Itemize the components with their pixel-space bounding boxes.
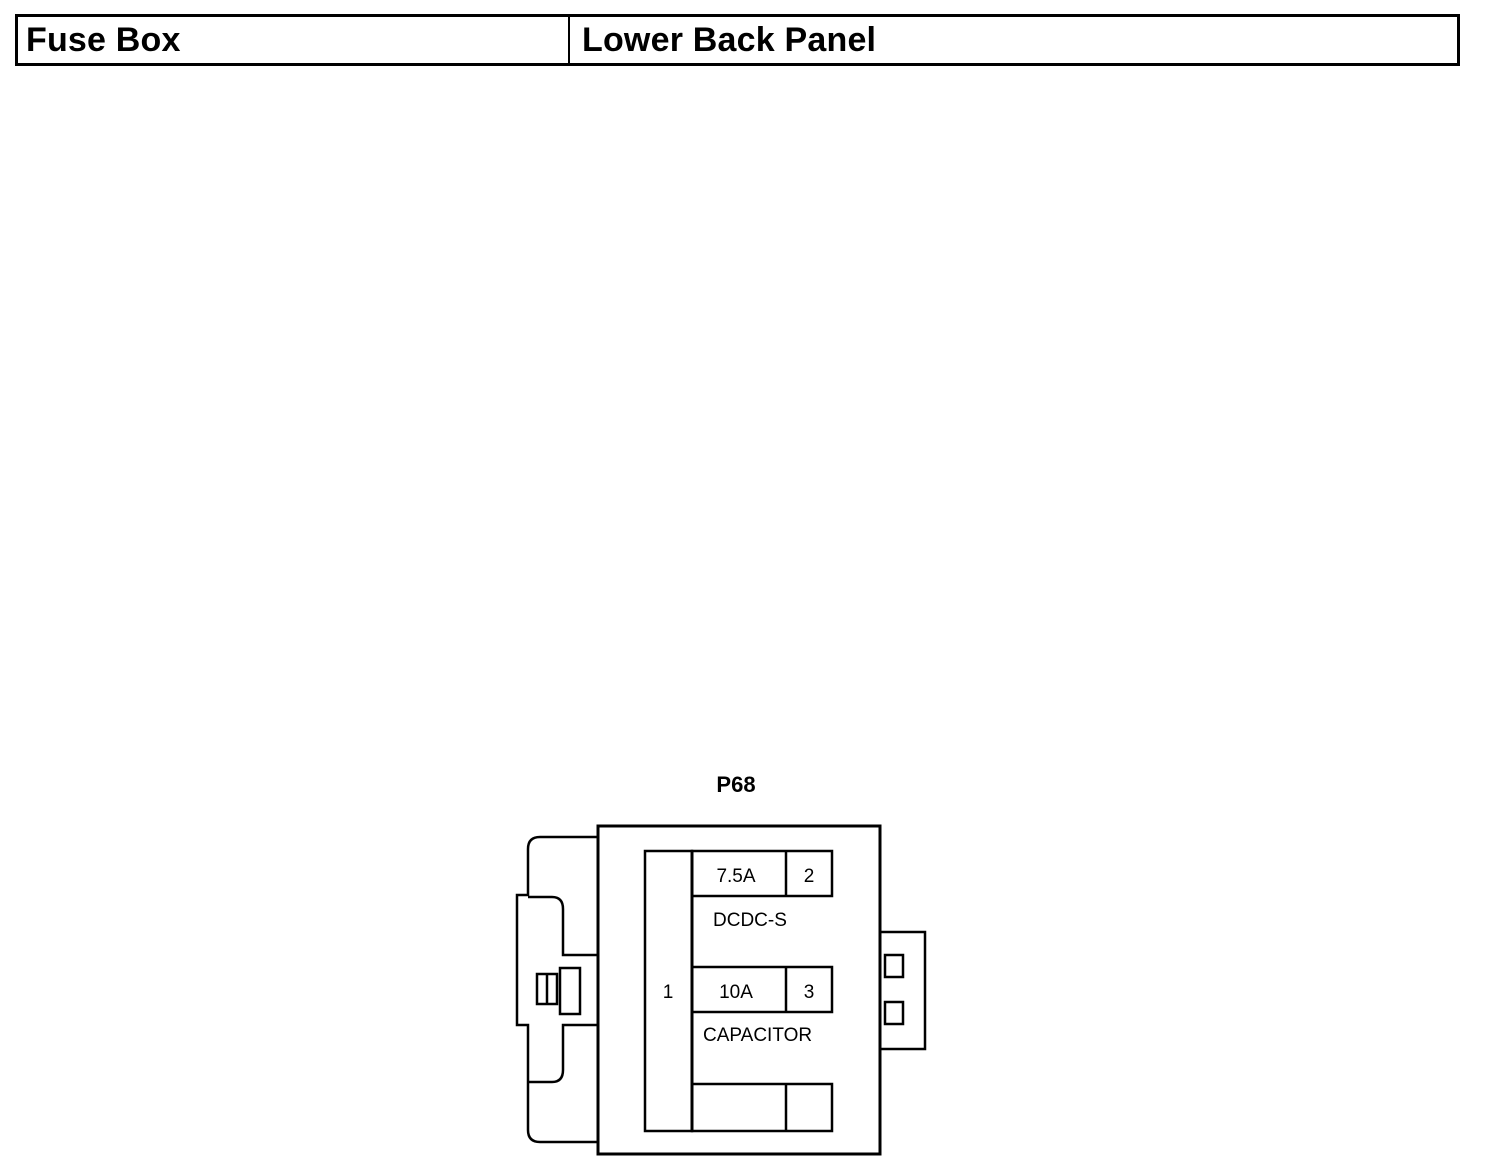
- latch-tab: [558, 966, 582, 1016]
- empty-slot: [690, 1082, 834, 1133]
- fuse-2-slot: [690, 849, 834, 898]
- fuse-3-circuit: CAPACITOR: [703, 1025, 812, 1046]
- fuse-3-slot: [690, 965, 834, 1014]
- fuse-3-rating: 10A: [719, 982, 753, 1003]
- header-table: Fuse Box Lower Back Panel: [15, 14, 1460, 66]
- left-latch-outline: [515, 835, 598, 1144]
- right-tab-housing: [878, 930, 927, 1051]
- pin-2-number: 2: [804, 866, 815, 887]
- fuse-2-rating: 7.5A: [716, 866, 755, 887]
- component-name: Fuse Box: [18, 17, 570, 63]
- connector-housing: [515, 824, 927, 1156]
- left-latch-upper-inner: [528, 895, 598, 957]
- right-tab-lower: [883, 1000, 905, 1026]
- pin-3-number: 3: [804, 982, 815, 1003]
- pin-1-number: 1: [663, 982, 674, 1003]
- fuse-2-circuit: DCDC-S: [713, 910, 787, 931]
- right-tab-upper: [883, 953, 905, 979]
- left-latch-lower-inner: [528, 1023, 598, 1084]
- component-location: Lower Back Panel: [582, 20, 877, 59]
- connector-id: P68: [716, 772, 755, 797]
